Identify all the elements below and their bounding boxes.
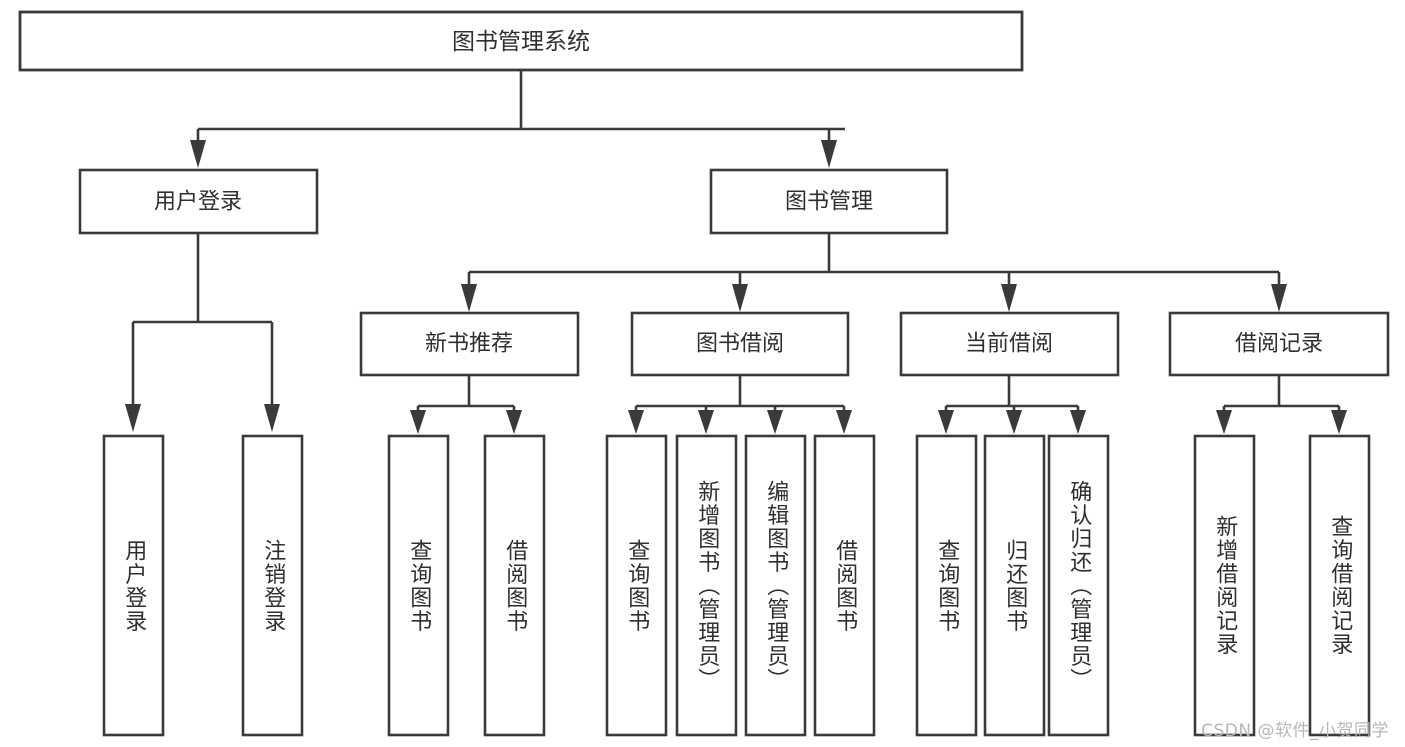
arrow-head-icon (698, 410, 714, 434)
watermark-text: CSDN @软件_小贺同学 (1201, 721, 1389, 741)
arrow-head-icon (190, 140, 206, 168)
leaf-box-new-book-2[interactable] (483, 434, 546, 737)
node-book-management-label: 图书管理 (785, 190, 873, 215)
leaf-box-current-borrow-2[interactable] (983, 434, 1046, 737)
connector-userlogin-to-leaves (125, 233, 280, 432)
connector-newbook-to-leaves (410, 375, 522, 434)
leaf-box-user-login-2[interactable] (241, 434, 304, 737)
leaf-box-current-borrow-1[interactable] (915, 434, 978, 737)
arrow-head-icon (836, 410, 852, 434)
leaf-box-user-login-1[interactable] (102, 434, 165, 737)
leaf-box-book-borrow-4[interactable] (813, 434, 876, 737)
node-borrow-record[interactable]: 借阅记录 (1168, 311, 1390, 377)
leaf-box-book-borrow-1[interactable] (605, 434, 668, 737)
arrow-head-icon (264, 404, 280, 432)
arrow-head-icon (125, 404, 141, 432)
node-book-borrow[interactable]: 图书借阅 (630, 311, 850, 377)
leaf-box-book-borrow-2[interactable] (675, 434, 738, 737)
leaf-box-borrow-record-2[interactable] (1308, 434, 1371, 737)
leaf-box-book-borrow-3[interactable] (744, 434, 807, 737)
arrow-head-icon (461, 284, 477, 312)
node-current-borrow-label: 当前借阅 (965, 332, 1053, 357)
arrow-head-icon (1271, 284, 1287, 312)
arrow-head-icon (767, 410, 783, 434)
node-user-login[interactable]: 用户登录 (78, 168, 319, 235)
node-root-label: 图书管理系统 (452, 29, 590, 55)
arrow-head-icon (1070, 410, 1086, 434)
arrow-head-icon (732, 284, 748, 312)
connector-currentborrow-to-leaves (938, 375, 1086, 434)
arrow-head-icon (938, 410, 954, 434)
arrow-head-icon (821, 140, 837, 168)
arrow-head-icon (410, 410, 426, 434)
arrow-head-icon (628, 410, 644, 434)
leaf-box-new-book-1[interactable] (387, 434, 450, 737)
arrow-head-icon (1006, 410, 1022, 434)
arrow-head-icon (1001, 284, 1017, 312)
connector-borrowrecord-to-leaves (1216, 375, 1347, 434)
leaf-box-current-borrow-3[interactable] (1047, 434, 1110, 737)
node-current-borrow[interactable]: 当前借阅 (899, 311, 1120, 377)
node-book-borrow-label: 图书借阅 (696, 332, 784, 357)
connector-bookborrow-to-leaves (628, 375, 852, 434)
node-root-system[interactable]: 图书管理系统 (18, 10, 1024, 72)
node-user-login-label: 用户登录 (154, 190, 242, 215)
connector-bookmgmt-to-level3 (461, 233, 1287, 312)
arrow-head-icon (1216, 410, 1232, 434)
leaf-box-borrow-record-1[interactable] (1193, 434, 1256, 737)
node-book-management[interactable]: 图书管理 (709, 168, 949, 235)
node-new-book-recommend[interactable]: 新书推荐 (359, 311, 580, 377)
node-new-book-recommend-label: 新书推荐 (425, 332, 513, 357)
arrow-head-icon (1331, 410, 1347, 434)
connector-root-to-level2 (190, 70, 845, 168)
node-borrow-record-label: 借阅记录 (1235, 332, 1323, 357)
arrow-head-icon (506, 410, 522, 434)
